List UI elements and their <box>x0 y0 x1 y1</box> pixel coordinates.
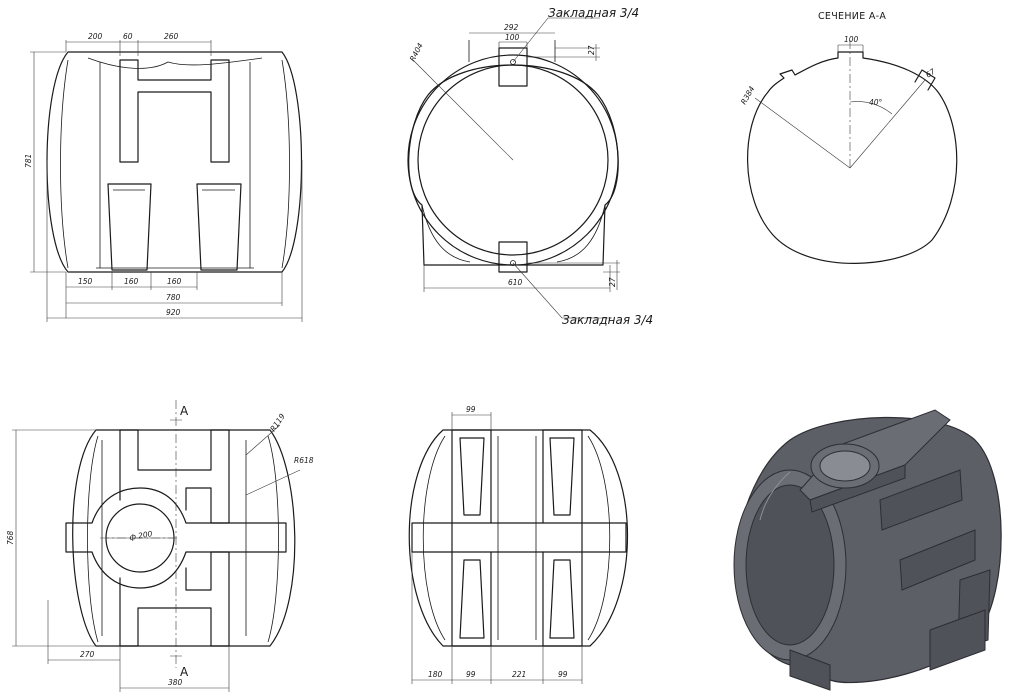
front-dim-width-outer: 920 <box>166 308 181 317</box>
top-dim-r618: R618 <box>294 456 314 465</box>
front-dim-height: 781 <box>24 154 33 168</box>
side-label-top: Закладная 3/4 <box>548 6 639 20</box>
section-dim-top: 100 <box>844 35 859 44</box>
front-dim-width-inner: 780 <box>166 293 181 302</box>
section-dimensions: 100 67 R384 40° <box>739 35 937 107</box>
bottom-dim-b2: 99 <box>466 670 476 679</box>
side-dim-top-width: 292 <box>504 23 519 32</box>
section-title: СЕЧЕНИЕ А-А <box>818 11 886 22</box>
bottom-dim-b4: 99 <box>558 670 568 679</box>
side-label-bottom: Закладная 3/4 <box>562 313 653 327</box>
front-dim-top-3: 260 <box>164 32 179 41</box>
top-dim-width: 380 <box>168 678 183 687</box>
bottom-dim-b1: 180 <box>428 670 443 679</box>
bottom-view-dimensions: 99 180 99 221 99 <box>411 405 583 684</box>
section-mark-top: А <box>180 404 189 418</box>
top-dim-r119: R119 <box>268 412 287 433</box>
section-dim-angle: 40° <box>869 98 883 107</box>
front-view <box>46 51 303 273</box>
section-a-a: СЕЧЕНИЕ А-А <box>747 11 958 264</box>
side-view-dimensions: 292 100 27 R404 610 27 Закладная 3/4 Зак… <box>408 6 653 327</box>
front-dim-bottom-3: 160 <box>167 277 182 286</box>
bottom-dim-top: 99 <box>466 405 476 414</box>
side-dim-radius: R404 <box>408 41 425 63</box>
front-dim-top-2: 60 <box>123 32 133 41</box>
side-view <box>407 40 619 273</box>
front-dim-top-1: 200 <box>88 32 103 41</box>
front-view-dimensions: 200 60 260 781 150 160 160 780 920 <box>24 32 303 322</box>
section-dim-radius: R384 <box>739 84 757 106</box>
bottom-dim-b3: 221 <box>512 670 526 679</box>
side-dim-top-offset: 27 <box>587 45 596 55</box>
bottom-view <box>408 429 628 647</box>
top-dim-diameter: ф 200 <box>129 529 154 542</box>
side-dim-base-offset: 27 <box>608 277 617 287</box>
top-view-dimensions: А А R119 R618 768 ф 200 270 380 <box>6 404 314 692</box>
side-dim-base-width: 610 <box>508 278 523 287</box>
top-dim-offset: 270 <box>80 650 95 659</box>
top-view <box>65 400 296 668</box>
front-dim-bottom-2: 160 <box>124 277 139 286</box>
front-dim-bottom-1: 150 <box>78 277 93 286</box>
side-dim-top-inner: 100 <box>505 33 520 42</box>
tank-3d-render <box>733 409 1002 691</box>
top-dim-height: 768 <box>6 530 15 545</box>
section-mark-bottom: А <box>180 665 189 679</box>
